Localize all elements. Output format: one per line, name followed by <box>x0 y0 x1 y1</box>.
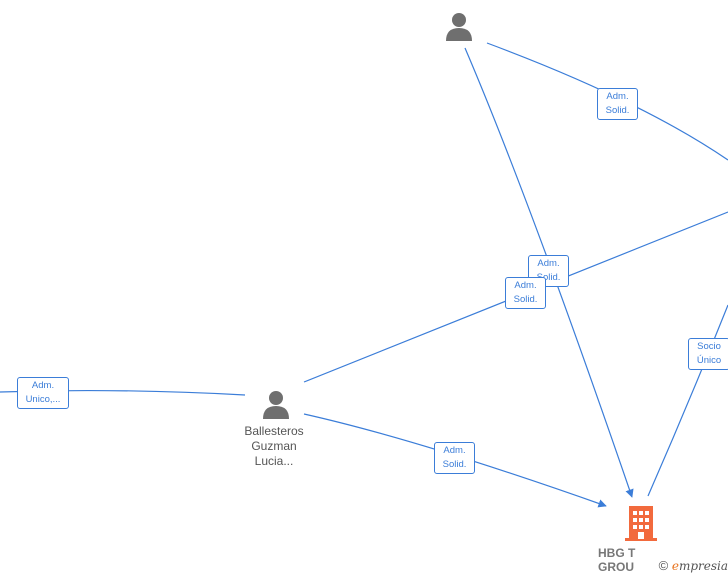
empresia-watermark: © empresia <box>655 558 728 573</box>
person-name-line: Guzman <box>251 439 297 453</box>
person-icon[interactable] <box>446 13 472 41</box>
person-name-line: Ballesteros <box>244 424 304 438</box>
edge-right-to-company <box>647 304 728 497</box>
company-node[interactable]: HBG T GROU <box>598 546 638 574</box>
relation-label-adm-solid-mid-b[interactable]: Adm. Solid. <box>505 277 546 309</box>
relation-label-adm-solid-top[interactable]: Adm. Solid. <box>597 88 638 120</box>
relation-label-adm-unico[interactable]: Adm. Unico,... <box>17 377 69 409</box>
relation-label-socio-unico[interactable]: Socio Único <box>688 338 728 370</box>
company-name-line: GROU <box>598 560 634 574</box>
building-icon[interactable] <box>625 506 657 541</box>
brand-rest: mpresia <box>678 559 728 573</box>
person-icon[interactable] <box>263 391 289 419</box>
edge-top-person-to-company <box>464 47 634 498</box>
relation-label-adm-solid-bottom[interactable]: Adm. Solid. <box>434 442 475 474</box>
copyright-symbol: © <box>658 558 669 573</box>
brand-initial: e <box>671 559 679 573</box>
company-name-line: HBG T <box>598 546 636 560</box>
person-node-ballesteros[interactable]: Ballesteros Guzman Lucia... <box>234 424 314 469</box>
person-name-line: Lucia... <box>254 454 294 468</box>
